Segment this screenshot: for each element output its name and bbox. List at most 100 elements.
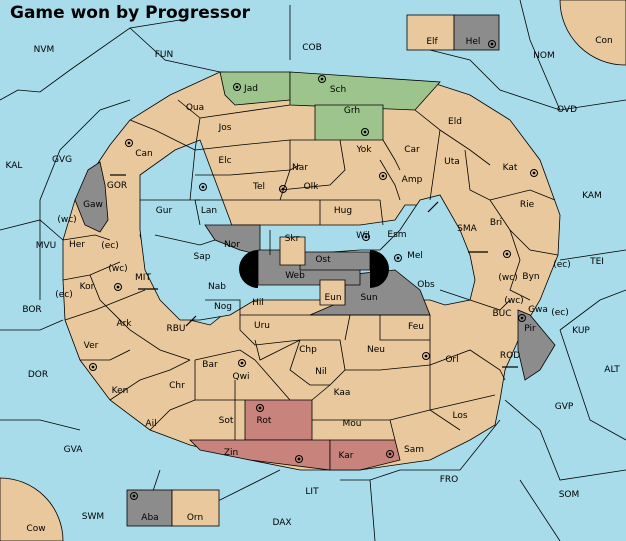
sea-label: OVD xyxy=(557,105,577,115)
territory-hel xyxy=(453,14,500,51)
territory-pir xyxy=(517,309,556,381)
sea-label: MIT xyxy=(135,273,151,283)
territory-label: Bar xyxy=(202,360,218,370)
sea-label: (ec) xyxy=(553,260,571,270)
territory-label: Tel xyxy=(252,182,265,192)
supply-center-ring xyxy=(256,404,264,412)
territory-label: Sch xyxy=(330,85,346,95)
territory-label: Ost xyxy=(315,255,331,265)
territory-label: Sot xyxy=(219,416,234,426)
supply-center-ring xyxy=(386,450,394,458)
supply-center-ring xyxy=(233,83,241,91)
sea-label: ALT xyxy=(604,365,620,375)
sea-label: (wc) xyxy=(504,296,523,306)
territory-label: Her xyxy=(69,240,85,250)
territory-label: Mou xyxy=(343,419,362,429)
territory-jad xyxy=(219,71,291,106)
territory-elf xyxy=(406,14,455,51)
territory-eun xyxy=(319,279,346,306)
sea-label: ROD xyxy=(500,351,520,361)
passage-arrows xyxy=(110,174,518,368)
territory-label: Neu xyxy=(367,345,385,355)
territory-label: Ail xyxy=(145,419,156,429)
sea-label: GVA xyxy=(64,445,84,455)
territory-zin xyxy=(189,439,331,471)
territory-label: Orl xyxy=(445,355,458,365)
supply-centers xyxy=(89,40,538,500)
territory-cow xyxy=(0,477,64,541)
territory-label: Jad xyxy=(243,84,258,94)
territory-label: Los xyxy=(452,411,467,421)
supply-center-dot xyxy=(363,130,367,134)
territory-label: Elf xyxy=(426,37,438,47)
territory-label: Kaa xyxy=(334,388,351,398)
territory-label: Car xyxy=(404,145,420,155)
territory-label: Chr xyxy=(169,381,185,391)
territory-label: Nor xyxy=(224,240,240,250)
supply-center-dot xyxy=(297,457,301,461)
sea-label: LIT xyxy=(305,487,319,497)
territory-label: Nar xyxy=(292,163,308,173)
territory-con xyxy=(559,0,626,66)
sea-label: FRO xyxy=(440,475,459,485)
supply-center-ring xyxy=(130,492,138,500)
sea-label: BOR xyxy=(22,305,41,315)
supply-center-dot xyxy=(364,235,368,239)
sea-label: COB xyxy=(302,43,322,53)
territory-label: Nil xyxy=(315,367,327,377)
territory-label: Esm xyxy=(387,230,406,240)
territory-label: Ken xyxy=(112,386,129,396)
territory-label: Ver xyxy=(84,341,99,351)
territory-label: Sam xyxy=(404,445,424,455)
territory-label: Feu xyxy=(408,322,424,332)
territory-label: Cow xyxy=(26,524,45,534)
territory-label: Hil xyxy=(252,298,264,308)
supply-center-dot xyxy=(91,365,95,369)
sea-label: FUN xyxy=(155,50,174,60)
sea-label: DOR xyxy=(28,370,48,380)
supply-center-ring xyxy=(379,172,387,180)
supply-center-dot xyxy=(396,256,400,260)
sea-label: (ec) xyxy=(101,241,119,251)
territory-label: Uta xyxy=(444,157,460,167)
sea-label: (wc) xyxy=(57,215,76,225)
sea-label: NOM xyxy=(533,51,555,61)
sea-label: GVP xyxy=(555,402,574,412)
supply-center-ring xyxy=(295,455,303,463)
territory-ost xyxy=(299,251,371,271)
supply-center-dot xyxy=(320,77,324,81)
supply-center-ring xyxy=(488,40,496,48)
territory-label: Sap xyxy=(194,252,211,262)
sea-label: BUC xyxy=(492,309,511,319)
supply-center-ring xyxy=(394,254,402,262)
sea-label: KAL xyxy=(6,161,23,171)
game-status-title: Game won by Progressor xyxy=(10,3,251,23)
territory-label: Rie xyxy=(520,200,535,210)
sea-label: (ec) xyxy=(55,290,73,300)
supply-center-ring xyxy=(361,128,369,136)
territory-label: Pir xyxy=(524,324,536,334)
territory-label: Kat xyxy=(503,163,518,173)
territory-label: Wil xyxy=(356,231,370,241)
supply-center-ring xyxy=(422,352,430,360)
territory-label: Gwa xyxy=(528,305,548,315)
territory-label: Sun xyxy=(360,293,377,303)
territory-label: Qwi xyxy=(233,372,250,382)
supply-center-ring xyxy=(199,183,207,191)
territory-label: Chp xyxy=(299,345,317,355)
territory-label: Ark xyxy=(116,319,132,329)
territory-label: Amp xyxy=(402,175,423,185)
territory-label: Olk xyxy=(304,182,320,192)
territory-label: Eun xyxy=(324,293,341,303)
supply-center-dot xyxy=(116,285,120,289)
territory-orn xyxy=(171,489,220,527)
supply-center-dot xyxy=(532,171,536,175)
sea-label: MVU xyxy=(36,241,57,251)
territory-label: Yok xyxy=(355,145,372,155)
territory-label: Can xyxy=(135,149,153,159)
territory-label: Byn xyxy=(522,272,539,282)
canal-east xyxy=(370,250,389,288)
territory-label: Nog xyxy=(214,302,232,312)
supply-center-ring xyxy=(503,250,511,258)
